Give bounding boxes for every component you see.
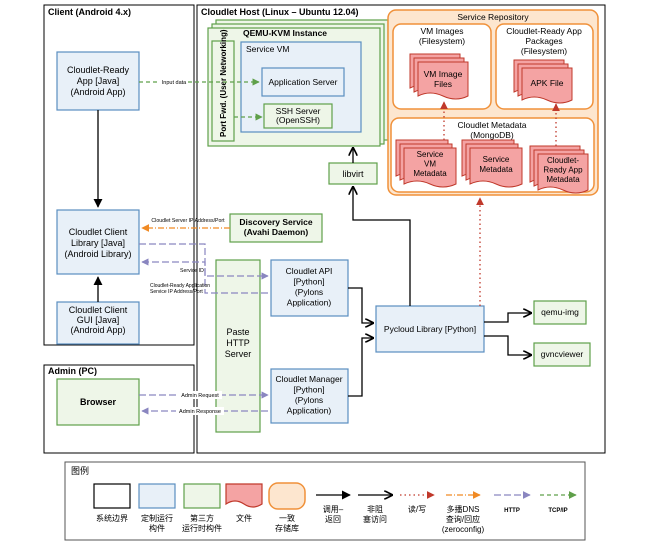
apk-file-label: APK File (530, 78, 563, 88)
browser-label: Browser (80, 397, 117, 407)
edge-admin-request-label: Admin Request (181, 393, 219, 399)
legend-label-tcpip: TCP/IP (548, 508, 567, 514)
apk-file: APK File (513, 59, 573, 104)
ssh-server: SSH Server(OpenSSH) (263, 103, 333, 129)
legend-swatch-file (225, 483, 263, 508)
qemu-img: qemu-img (533, 300, 587, 325)
port-forward: Port Fwd. (User Networking) (211, 29, 235, 142)
port-forward-label: Port Fwd. (User Networking) (219, 29, 228, 137)
legend-label-nonblocking: 非阻塞访问 (363, 504, 387, 524)
legend-swatch-boundary (93, 483, 131, 509)
qemu-img-label: qemu-img (541, 307, 579, 317)
metadata-label: Cloudlet Metadata(MongoDB) (458, 120, 527, 140)
legend-swatch-repository (268, 482, 306, 510)
client-boundary: Client (Android 4.x) (43, 4, 195, 346)
legend-label-call-return: 调用–返回 (323, 505, 344, 524)
libvirt: libvirt (328, 162, 378, 185)
legend-label-file: 文件 (236, 513, 252, 523)
edge-api-pycloud (348, 287, 373, 323)
host-boundary: Cloudlet Host (Linux – Ubuntu 12.04) (196, 4, 606, 454)
legend-label-third-party: 第三方运行时构件 (182, 513, 222, 533)
ssh-server-label: SSH Server(OpenSSH) (276, 106, 321, 125)
edge-discovery-label: Cloudlet Server IP Address/Port (151, 218, 225, 224)
edge-admin-request: Admin Request (139, 391, 269, 399)
discovery-service: Discovery Service(Avahi Daemon) (229, 213, 323, 243)
browser: Browser (56, 378, 140, 426)
legend-label-http: HTTP (504, 508, 520, 514)
discovery-service-label: Discovery Service(Avahi Daemon) (239, 217, 313, 237)
application-server: Application Server (261, 67, 345, 97)
service-repository-label: Service Repository (457, 12, 529, 22)
gvncviewer-label: gvncviewer (541, 349, 584, 359)
edge-input-data: Input data (139, 78, 260, 86)
legend-label-readwrite: 读/写 (408, 504, 426, 514)
application-server-label: Application Server (269, 77, 338, 87)
gvncviewer: gvncviewer (533, 342, 591, 367)
client-boundary-title: Client (Android 4.x) (48, 7, 131, 17)
pycloud-label: Pycloud Library [Python] (384, 324, 476, 334)
edge-input-data-label: Input data (162, 80, 187, 86)
legend-label-custom: 定制运行构件 (141, 513, 173, 533)
edge-pycloud-libvirt (353, 187, 411, 306)
legend-swatch-custom (138, 483, 176, 509)
legend: 图例 系统边界 定制运行构件 第三方运行时构件 文件 一致存储库 调用–返回 非… (64, 461, 586, 541)
qemu-label: QEMU-KVM Instance (243, 28, 327, 38)
edge-admin-response: Admin Response (141, 407, 268, 415)
edge-admin-response-label: Admin Response (179, 409, 221, 415)
edge-pycloud-gvncviewer (484, 335, 531, 355)
legend-label-repository: 一致存储库 (275, 513, 299, 533)
edge-library-to-api: Service ID (139, 243, 269, 280)
edge-manager-pycloud (348, 338, 373, 397)
host-boundary-title: Cloudlet Host (Linux – Ubuntu 12.04) (201, 7, 359, 17)
legend-swatch-third-party (183, 483, 221, 509)
vm-images-label: VM Images(Filesystem) (419, 26, 465, 46)
legend-title: 图例 (71, 465, 89, 476)
service-vm-label: Service VM (246, 44, 289, 54)
admin-boundary-title: Admin (PC) (48, 366, 97, 376)
legend-label-boundary: 系统边界 (96, 513, 128, 523)
edge-discovery: Cloudlet Server IP Address/Port (141, 218, 230, 232)
pycloud-library: Pycloud Library [Python] (375, 305, 485, 353)
libvirt-label: libvirt (342, 169, 364, 179)
edge-pycloud-qemu-img (484, 313, 531, 323)
edge-service-id-label: Service ID (180, 268, 204, 274)
